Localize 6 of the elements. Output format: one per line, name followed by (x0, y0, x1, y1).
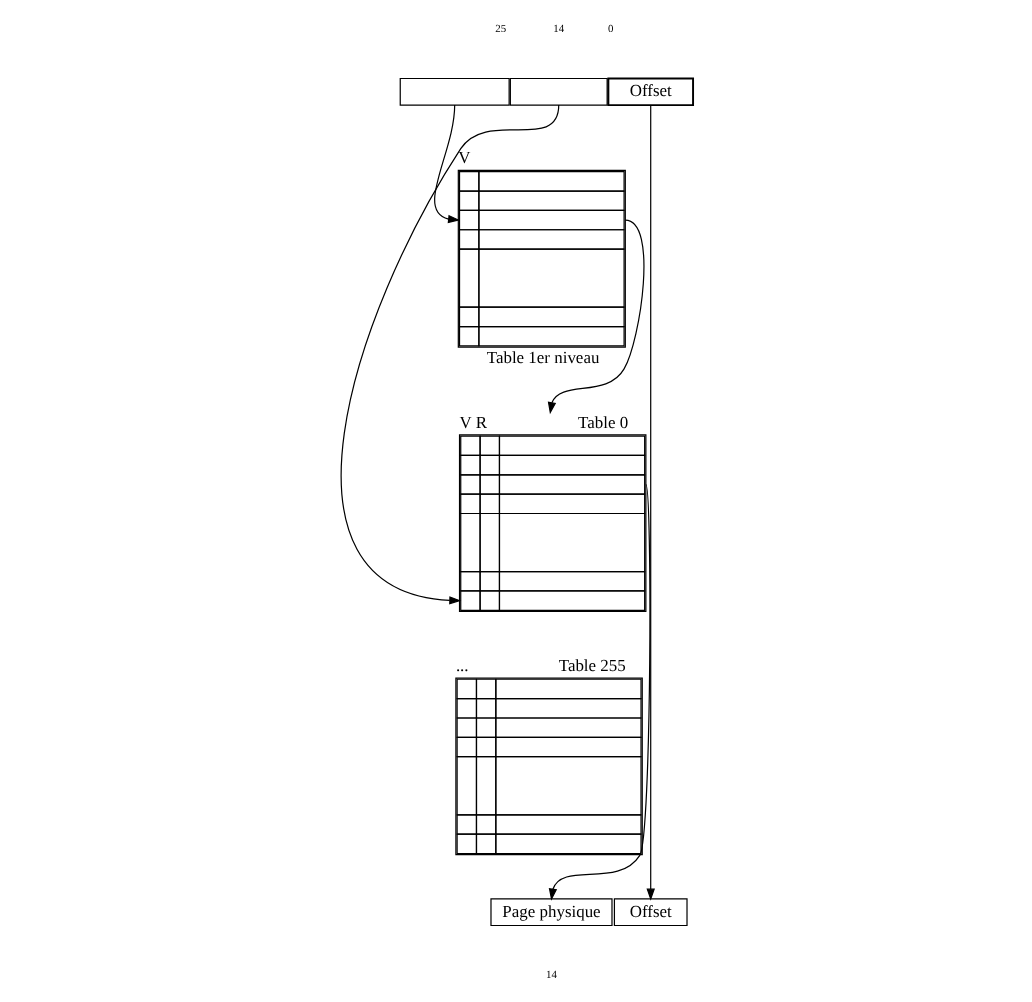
node-label: ... (454, 654, 468, 675)
node-label: V (457, 146, 470, 167)
node-label: Table 0 (577, 410, 628, 431)
node-label: V R (458, 410, 486, 431)
node-label: Table 255 (557, 654, 625, 675)
node-label: Table 1er niveau (485, 346, 599, 367)
